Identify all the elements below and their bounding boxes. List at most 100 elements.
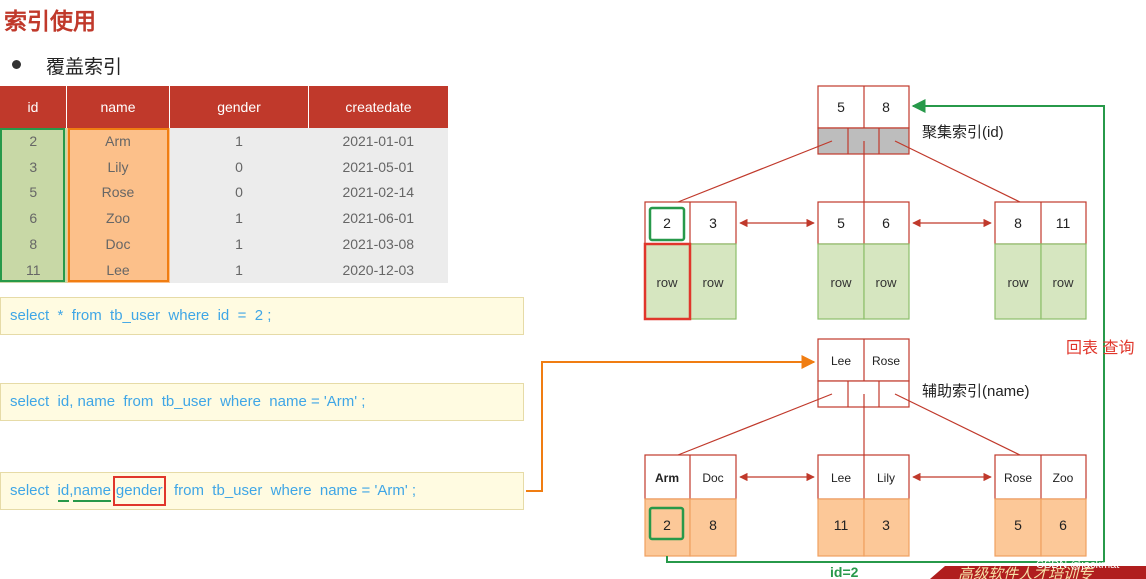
secondary-leaf-id: 2 [663,517,671,533]
table-row: 2 Arm 1 2021-01-01 [0,128,448,154]
table-row: 3 Lily 0 2021-05-01 [0,153,448,180]
table-cell: Lee [66,256,170,283]
clustered-leaf-3: 8 11 row row [994,201,1087,320]
clustered-leaf-2: 5 6 row row [817,201,910,320]
row-label: row [703,275,725,290]
sql-gender-boxed: gender [112,476,166,506]
table-row: 5 Rose 0 2021-02-14 [0,179,448,206]
table-cell: 11 [0,256,67,283]
id-2-highlight [648,206,686,242]
sql-text: from tb_user where name = 'Arm' ; [165,482,417,499]
page-title: 索引使用 [4,9,96,35]
id-2-highlight [648,506,685,541]
sql-id-underlined: id [57,482,70,502]
bullet-icon [12,60,21,69]
table-cell: 2020-12-03 [308,256,448,283]
sql-text: select [10,482,58,499]
table-cell: 1 [169,256,309,283]
clustered-leaf-key: 6 [882,215,890,231]
table-cell: 2021-02-14 [308,179,448,206]
row-label: row [876,275,898,290]
table-cell: 1 [169,205,309,232]
secondary-leaf-key: Doc [702,471,723,485]
tree-edge [894,140,1021,203]
table-cell: Rose [66,179,170,206]
query-to-index-arrow [526,355,816,492]
tree-edge [894,393,1021,456]
clustered-leaf-1: 2 3 row row [643,201,737,321]
row-label: row [1053,275,1075,290]
secondary-index-label: 辅助索引(name) [922,383,1030,400]
table-cell: 1 [169,128,309,154]
table-cell: Doc [66,231,170,257]
sql-query-1: select * from tb_user where id = 2 ; [0,297,524,335]
secondary-leaf-1: Arm Doc 2 8 [644,454,737,557]
table-row: 8 Doc 1 2021-03-08 [0,231,448,257]
table-cell: 0 [169,153,309,180]
secondary-leaf-key: Zoo [1053,471,1074,485]
table-cell: 6 [0,205,67,232]
table-row: 11 Lee 1 2020-12-03 [0,256,448,283]
table-cell: 2021-06-01 [308,205,448,232]
secondary-leaf-3: Rose Zoo 5 6 [994,454,1087,557]
section-heading: 覆盖索引 [46,56,123,78]
sql-text: , [69,482,74,499]
row-highlight [643,242,692,321]
row-label: row [1008,275,1030,290]
sql-name-underlined: name [73,482,111,502]
secondary-root-key: Rose [872,354,900,368]
footer-banner-text: 高级软件人才培训专 [958,565,1094,579]
tree-edge [677,393,833,456]
secondary-leaf-id: 8 [709,517,717,533]
table-cell: Lily [66,153,170,180]
secondary-leaf-id: 11 [834,517,849,533]
lookup-label: 回表 查询 [1066,339,1134,357]
table-cell: Arm [66,128,170,154]
clustered-leaf-key: 11 [1056,215,1071,231]
clustered-root-node: 5 8 [817,85,910,155]
table-row: 6 Zoo 1 2021-06-01 [0,205,448,232]
table-header-cell: createdate [308,86,448,128]
user-table: id name gender createdate 2 Arm 1 2021-0… [0,86,448,283]
secondary-root-key: Lee [831,354,851,368]
secondary-leaf-id: 5 [1014,517,1022,533]
row-label: row [831,275,853,290]
table-header-cell: name [66,86,170,128]
footer-banner [930,566,1146,579]
table-cell: 1 [169,231,309,257]
secondary-leaf-key: Arm [655,471,679,485]
clustered-leaf-key: 2 [663,215,671,231]
id-equals-label: id=2 [830,564,859,579]
row-label: row [657,275,679,290]
table-cell: 2021-03-08 [308,231,448,257]
secondary-leaf-key: Lee [831,471,851,485]
id-column-highlight [0,128,65,282]
clustered-leaf-key: 5 [837,215,845,231]
table-cell: 0 [169,179,309,206]
clustered-leaf-key: 3 [709,215,717,231]
clustered-index-label: 聚集索引(id) [922,124,1004,141]
table-cell: 8 [0,231,67,257]
table-cell: 2 [0,128,67,154]
table-cell: 2021-01-01 [308,128,448,154]
table-cell: 2021-05-01 [308,153,448,180]
secondary-leaf-2: Lee Lily 11 3 [817,454,910,557]
table-header-cell: id [0,86,67,128]
name-column-highlight [68,128,169,282]
sql-query-2: select id, name from tb_user where name … [0,383,524,421]
clustered-root-key: 5 [837,99,845,115]
clustered-leaf-key: 8 [1014,215,1022,231]
table-lookup-arrow [666,99,1105,563]
table-header-cell: gender [169,86,309,128]
secondary-leaf-key: Rose [1004,471,1032,485]
secondary-leaf-key: Lily [877,471,895,485]
table-header-row: id name gender createdate [0,86,448,128]
table-cell: 5 [0,179,67,206]
watermark: CSDN @jackmat [1036,559,1119,571]
tree-edge [677,140,833,203]
table-cell: 3 [0,153,67,180]
secondary-leaf-id: 6 [1059,517,1067,533]
table-cell: Zoo [66,205,170,232]
